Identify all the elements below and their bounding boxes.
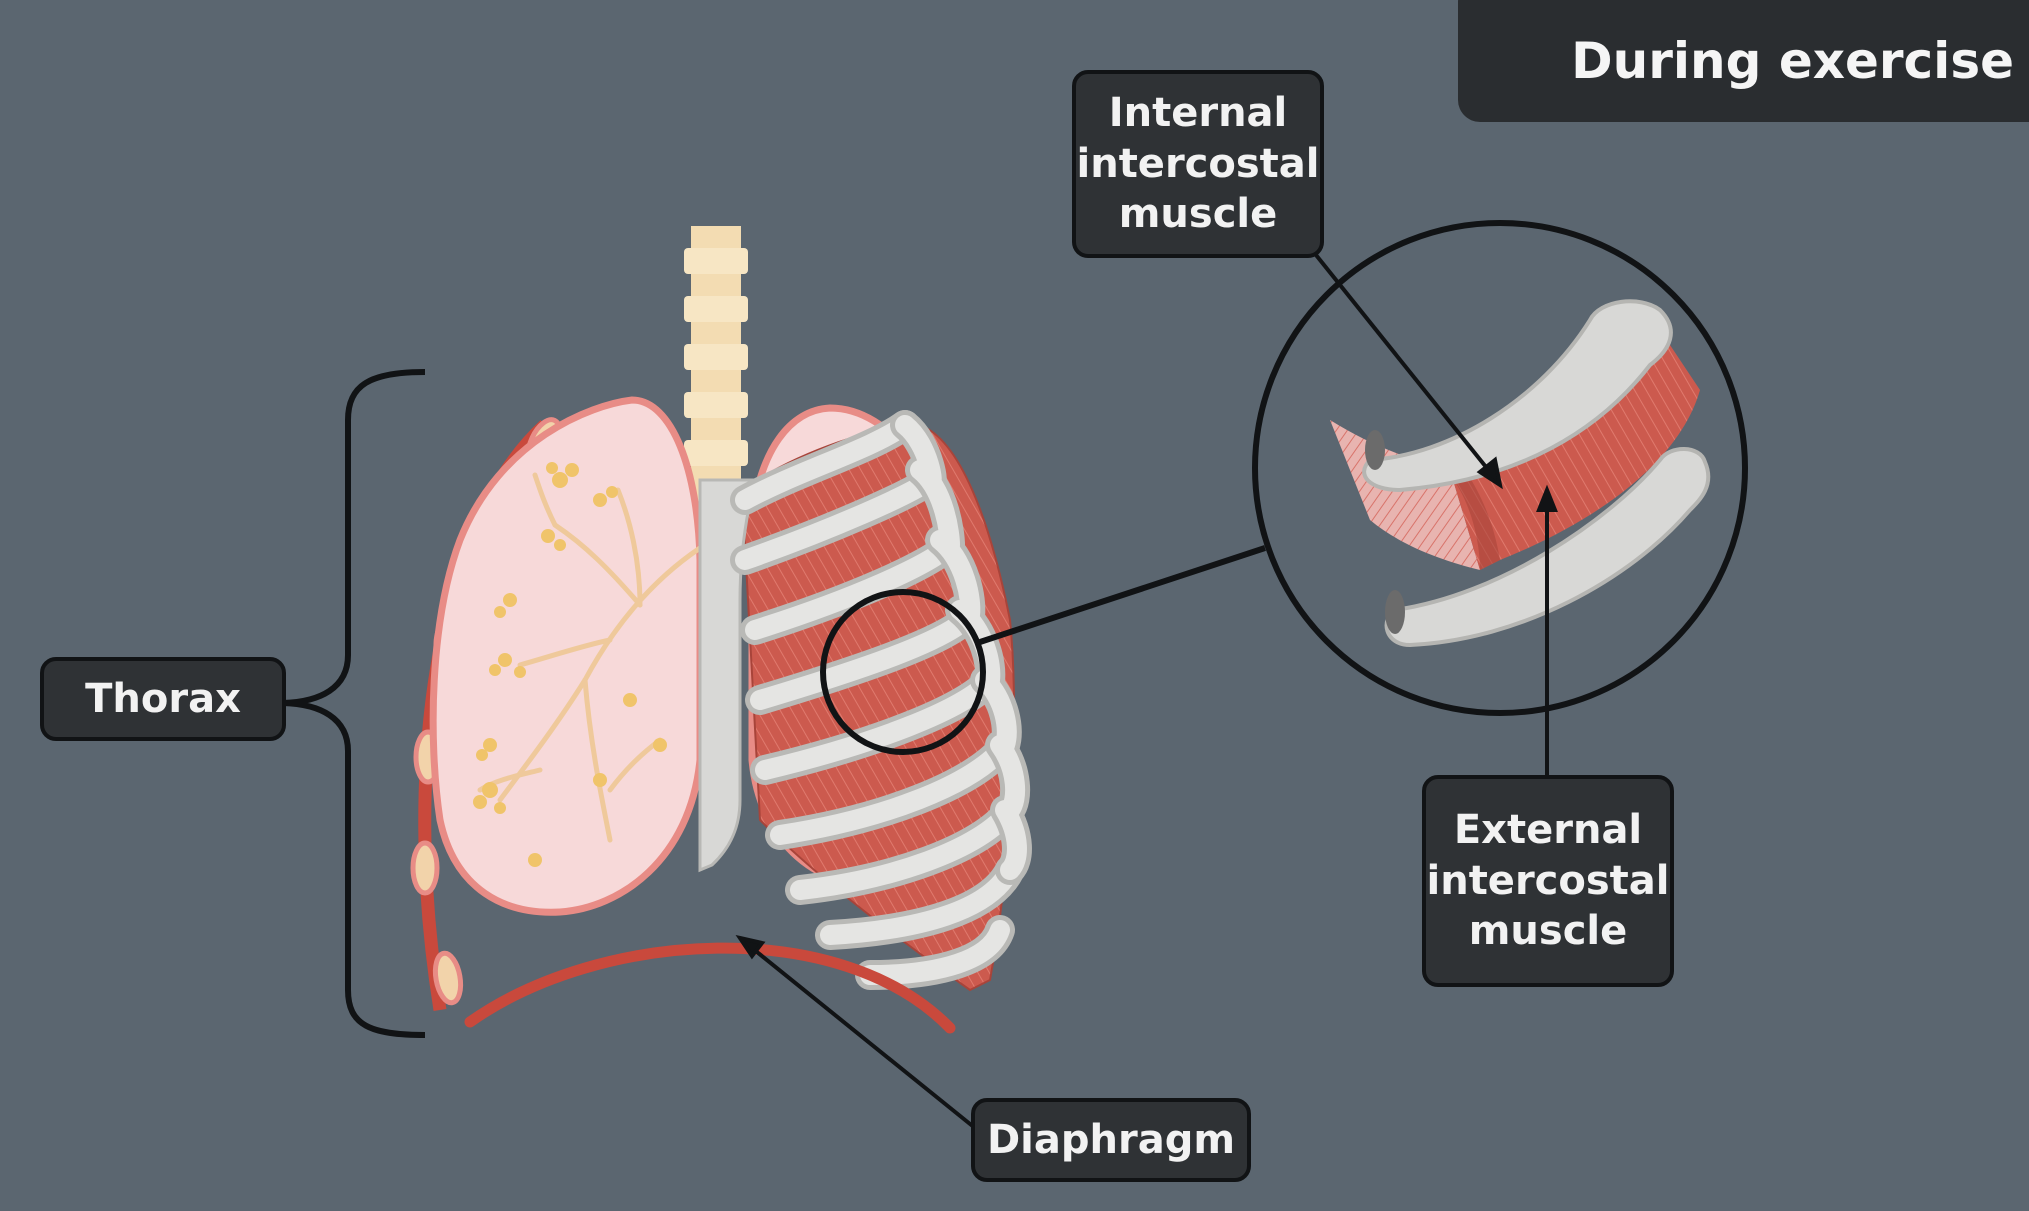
ribs <box>730 410 1032 990</box>
slide-title: During exercise <box>1571 32 2014 90</box>
magnifier-large <box>1252 220 1748 716</box>
zoom-inset <box>1252 220 1748 716</box>
thorax-bracket <box>282 369 426 1038</box>
magnifier-connector <box>979 545 1266 645</box>
diaphragm-label: Diaphragm <box>971 1098 1251 1182</box>
alveoli <box>473 462 667 867</box>
diaphragm <box>464 942 956 1034</box>
title-banner: During exercise <box>1458 0 2029 122</box>
magnifier-small <box>820 589 986 755</box>
thorax-label: Thorax <box>40 657 286 741</box>
pointer-arrows <box>735 248 1558 1130</box>
internal-intercostal-label: Internal intercostal muscle <box>1072 70 1324 258</box>
external-intercostal-label: External intercostal muscle <box>1422 775 1674 987</box>
